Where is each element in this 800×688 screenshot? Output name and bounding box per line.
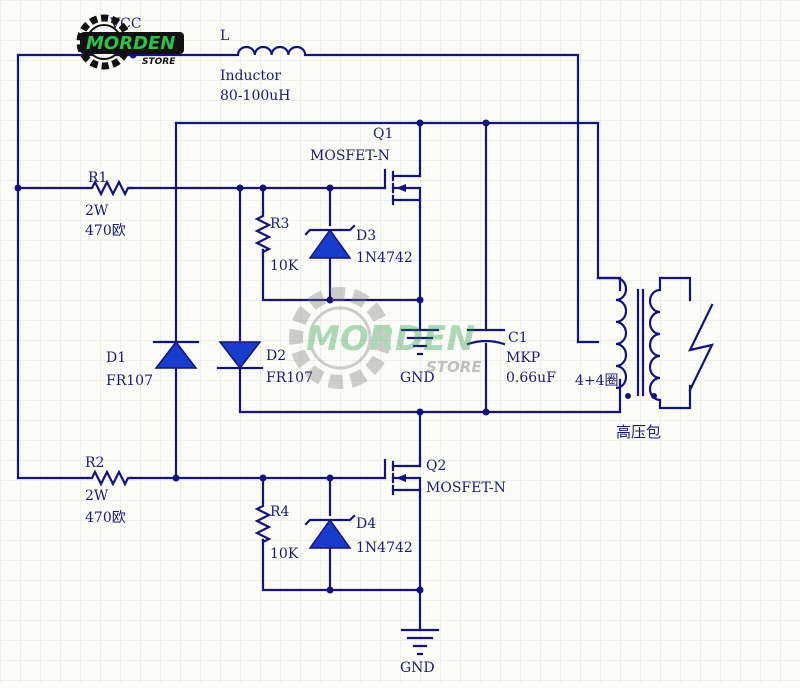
r2-ref-label: R2 [85, 455, 104, 471]
r4-ref-label: R4 [270, 504, 290, 520]
gnd-top-label: GND [400, 370, 435, 386]
zener-diode-d3 [304, 224, 356, 259]
wires [16, 53, 622, 632]
r2-power-label: 2W [85, 488, 109, 504]
inductor-value-label: 80-100uH [220, 88, 291, 104]
d3-part-label: 1N4742 [356, 250, 413, 266]
d1-ref-label: D1 [106, 350, 126, 366]
resistor-r2 [86, 469, 134, 487]
inductor-name-label: Inductor [220, 68, 281, 84]
q2-ref-label: Q2 [426, 458, 446, 474]
diode-d2 [216, 341, 264, 370]
c1-type-label: MKP [506, 350, 540, 366]
mosfet-q1 [383, 166, 422, 209]
d3-ref-label: D3 [356, 228, 376, 244]
d2-part-label: FR107 [266, 370, 313, 386]
junction-dots [14, 51, 490, 594]
logo-watermark-sub: STORE [426, 358, 482, 376]
gnd-bottom-label: GND [400, 660, 435, 676]
r1-value-label: 470欧 [85, 223, 126, 239]
logo-watermark-brand: MORDEN [306, 319, 475, 359]
r1-ref-label: R1 [88, 170, 107, 186]
inductor-symbol [236, 45, 307, 56]
transformer-turns-label: 4+4圈 [575, 373, 619, 389]
d4-ref-label: D4 [356, 516, 376, 532]
ground-symbol-top [400, 328, 440, 356]
ground-symbol-bottom [400, 628, 440, 656]
d4-part-label: 1N4742 [356, 540, 413, 556]
c1-value-label: 0.66uF [506, 370, 556, 386]
r1-power-label: 2W [85, 203, 109, 219]
brand-logo-top: MORDEN STORE [76, 14, 184, 70]
d2-ref-label: D2 [266, 348, 286, 364]
r2-value-label: 470欧 [85, 510, 126, 526]
q1-type-label: MOSFET-N [310, 148, 390, 164]
zener-diode-d4 [304, 514, 356, 549]
c1-ref-label: C1 [508, 330, 528, 346]
r3-value-label: 10K [270, 258, 299, 274]
capacitor-c1 [466, 328, 506, 346]
r3-ref-label: R3 [270, 216, 289, 232]
flyback-transformer [598, 276, 714, 410]
mosfet-q2 [383, 456, 422, 499]
resistor-r4 [254, 500, 272, 544]
r4-value-label: 10K [270, 546, 299, 562]
d1-part-label: FR107 [106, 373, 153, 389]
diode-d1 [152, 340, 200, 369]
logo-top-brand: MORDEN [86, 33, 175, 54]
resistor-r1 [86, 179, 134, 197]
inductor-ref-label: L [220, 28, 229, 44]
brand-logo-watermark: MORDEN STORE [289, 287, 482, 389]
q1-ref-label: Q1 [373, 126, 393, 142]
resistor-r3 [254, 210, 272, 254]
transformer-name-label: 高压包 [616, 423, 661, 441]
q2-type-label: MOSFET-N [426, 480, 506, 496]
logo-top-sub: STORE [142, 57, 176, 67]
